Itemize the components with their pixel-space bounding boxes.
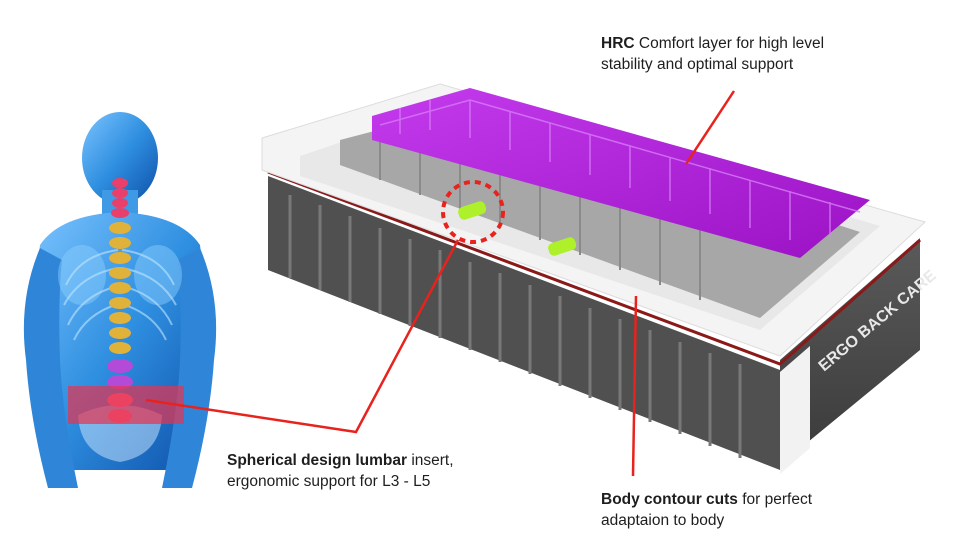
callout-lines [145,90,736,477]
callout-line-contour [631,295,638,477]
callout-lumbar-caption: Spherical design lumbar insert, ergonomi… [227,450,547,492]
callout-lumbar-bold: Spherical design lumbar [227,452,408,469]
human-back-anatomy-icon [23,112,217,488]
callout-hrc-caption: HRC Comfort layer for high level stabili… [601,33,931,75]
callout-contour-rest: for perfect [737,491,813,508]
callout-hrc-line2: stability and optimal support [601,56,794,73]
callout-lumbar-line2: ergonomic support for L3 - L5 [227,473,431,490]
callout-hrc-bold: HRC [601,35,635,52]
callout-hrc-rest: Comfort layer for high level [634,35,825,52]
callout-contour-bold: Body contour cuts [601,491,738,508]
lumbar-band [68,386,184,424]
callout-line-hrc [684,90,736,165]
callout-contour-caption: Body contour cuts for perfect adaptaion … [601,489,931,531]
mattress-cross-section-icon: ERGO BACK CARE [261,83,940,474]
callout-contour-line2: adaptaion to body [601,512,725,529]
callout-lumbar-rest: insert, [407,452,454,469]
callout-line-lumbar [145,239,460,434]
lumbar-insert-icon [458,201,577,256]
